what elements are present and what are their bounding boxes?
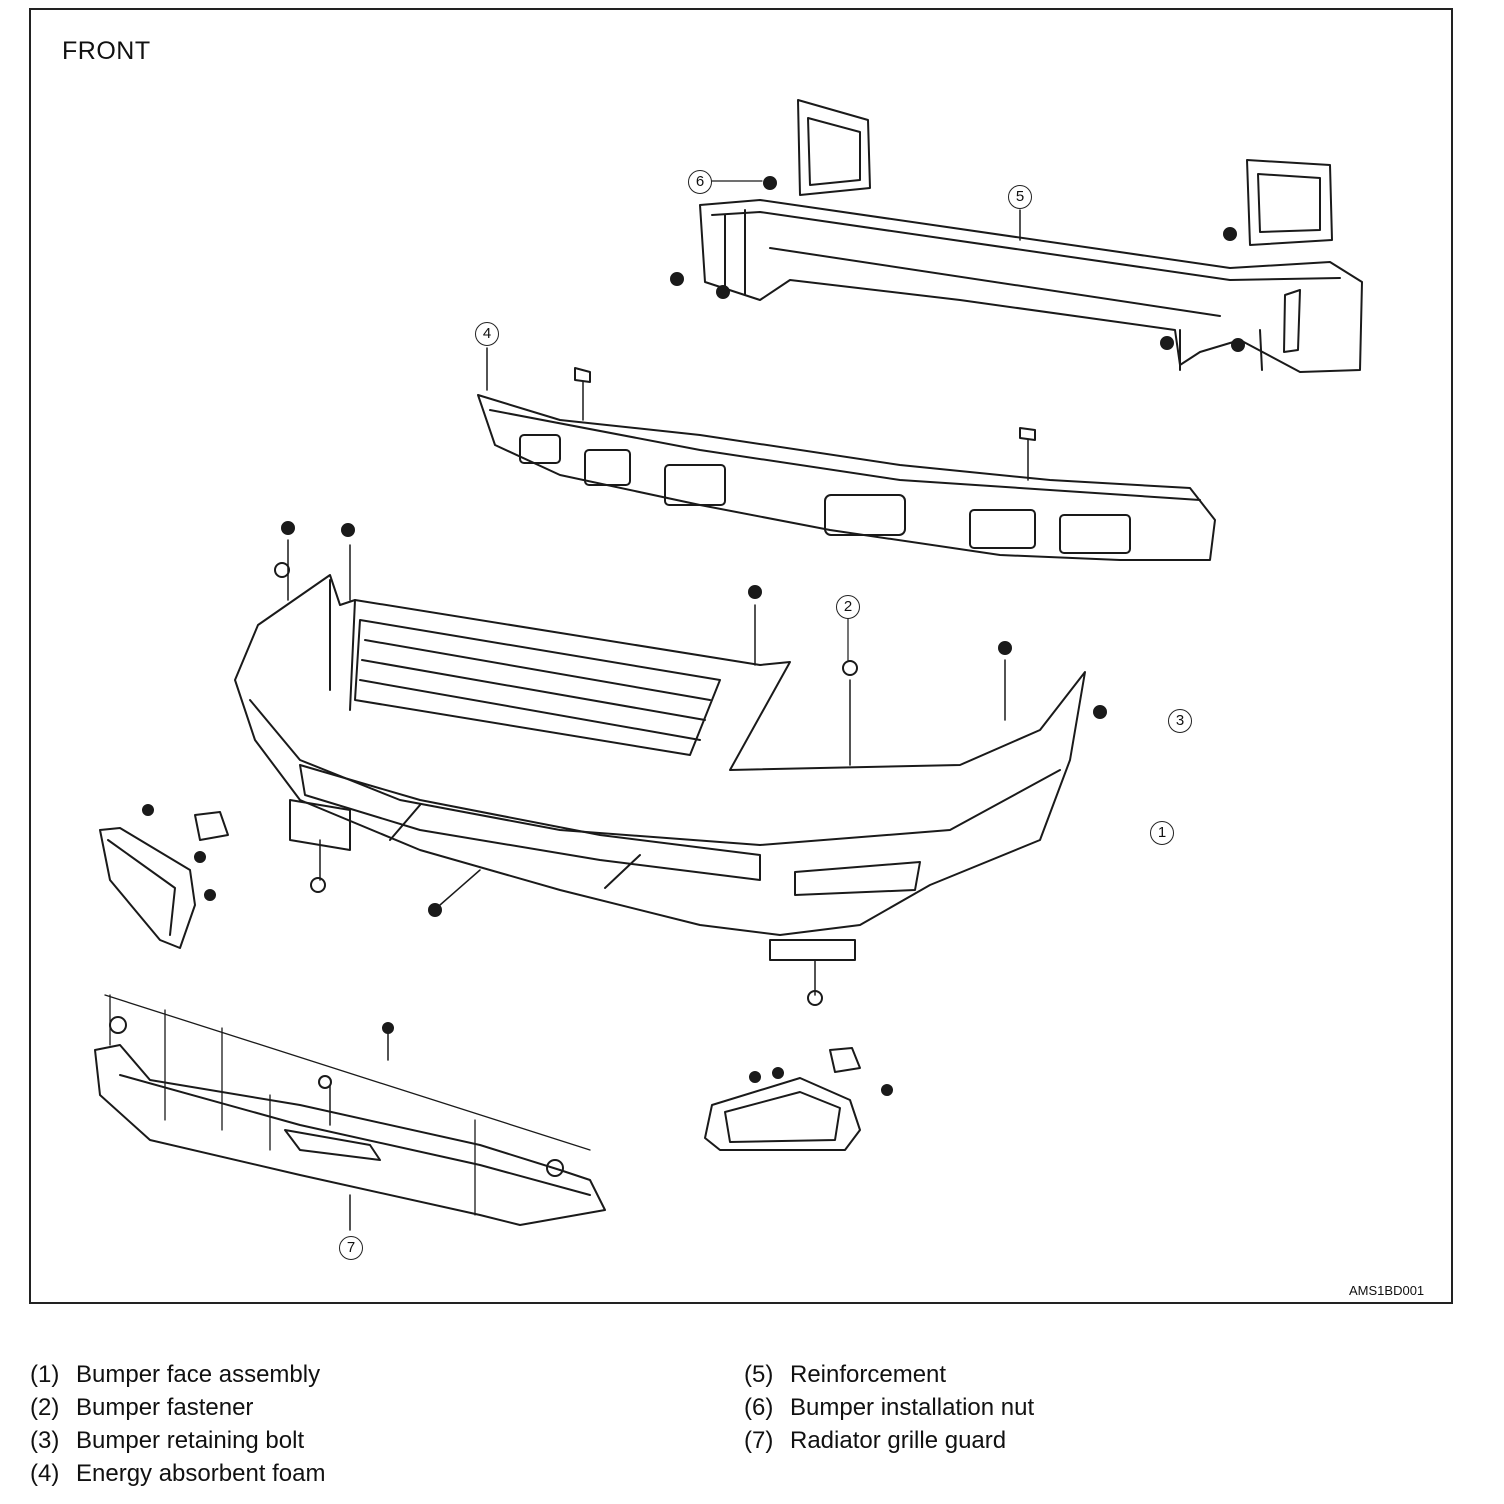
diagram-title: FRONT [62,37,151,65]
callout-2: 2 [836,595,860,619]
legend-item: (2) Bumper fastener [30,1391,325,1424]
legend-right-column: (5) Reinforcement (6) Bumper installatio… [744,1358,1034,1457]
legend-item-number: (7) [744,1427,774,1454]
legend-item-number: (3) [30,1427,60,1454]
legend-item-label: Bumper installation nut [790,1394,1035,1421]
callout-1: 1 [1150,821,1174,845]
radiator-grille-guard-part [94,994,606,1231]
legend-item-label: Bumper face assembly [76,1361,321,1388]
legend-item-label: Radiator grille guard [790,1427,1007,1454]
legend-item: (6) Bumper installation nut [744,1391,1034,1424]
figure-code: AMS1BD001 [1349,1283,1425,1298]
legend-item-number: (5) [744,1361,774,1388]
legend-item: (5) Reinforcement [744,1358,1034,1391]
legend-item-label: Reinforcement [790,1361,947,1388]
callout-5: 5 [1008,185,1032,209]
legend-item: (7) Radiator grille guard [744,1424,1034,1457]
callout-3: 3 [1168,709,1192,733]
legend-item-number: (1) [30,1361,60,1388]
callout-4: 4 [475,322,499,346]
legend-item-label: Bumper fastener [76,1394,254,1421]
right-fog-lamp-part [704,1047,893,1151]
legend-item: (1) Bumper face assembly [30,1358,325,1391]
left-fog-lamp-part [99,804,229,949]
energy-absorbent-foam-part [477,347,1216,561]
reinforcement-part [670,99,1363,373]
legend-item-number: (4) [30,1460,60,1487]
legend-left-column: (1) Bumper face assembly (2) Bumper fast… [30,1358,325,1490]
legend-item: (3) Bumper retaining bolt [30,1424,325,1457]
legend-item-label: Bumper retaining bolt [76,1427,305,1454]
legend-item-label: Energy absorbent foam [76,1460,326,1487]
legend-item: (4) Energy absorbent foam [30,1457,325,1490]
legend-item-number: (2) [30,1394,60,1421]
diagram-frame [29,8,1453,1304]
callout-7: 7 [339,1236,363,1260]
callout-6: 6 [688,170,712,194]
legend-item-number: (6) [744,1394,774,1421]
bumper-face-assembly-part [234,521,1107,1006]
